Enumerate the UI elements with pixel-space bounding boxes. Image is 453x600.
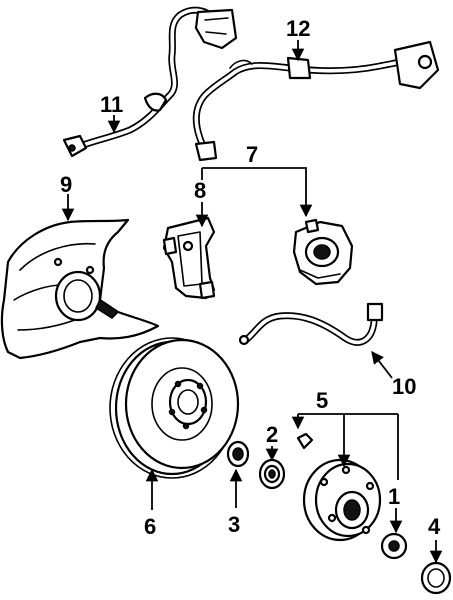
splash-shield (0, 218, 160, 360)
leader-lines (61, 40, 443, 564)
callout-2: 2 (266, 422, 278, 447)
abs-sensor-wire-right (192, 40, 440, 162)
hub-bearing (380, 532, 408, 560)
callout-10: 10 (392, 374, 416, 399)
grease-cap (420, 561, 452, 595)
outer-bearing (258, 458, 286, 490)
callout-1: 1 (388, 484, 400, 509)
inner-bearing (226, 440, 250, 468)
callout-11: 11 (100, 92, 123, 117)
callout-6: 6 (144, 514, 156, 539)
caliper-bracket (162, 216, 216, 300)
callout-3: 3 (228, 512, 240, 537)
callout-8: 8 (194, 178, 206, 203)
callout-5: 5 (316, 388, 328, 413)
callout-12: 12 (286, 16, 310, 41)
brake-rotor (109, 337, 240, 479)
callout-labels: 11 12 9 7 8 10 5 2 1 6 3 4 (60, 16, 441, 539)
wheel-hub (296, 432, 382, 542)
abs-sensor-wire-left (62, 6, 238, 158)
brake-hose (238, 302, 384, 346)
callout-4: 4 (428, 514, 441, 539)
caliper (292, 218, 354, 286)
callout-9: 9 (60, 172, 72, 197)
callout-7: 7 (246, 142, 258, 167)
